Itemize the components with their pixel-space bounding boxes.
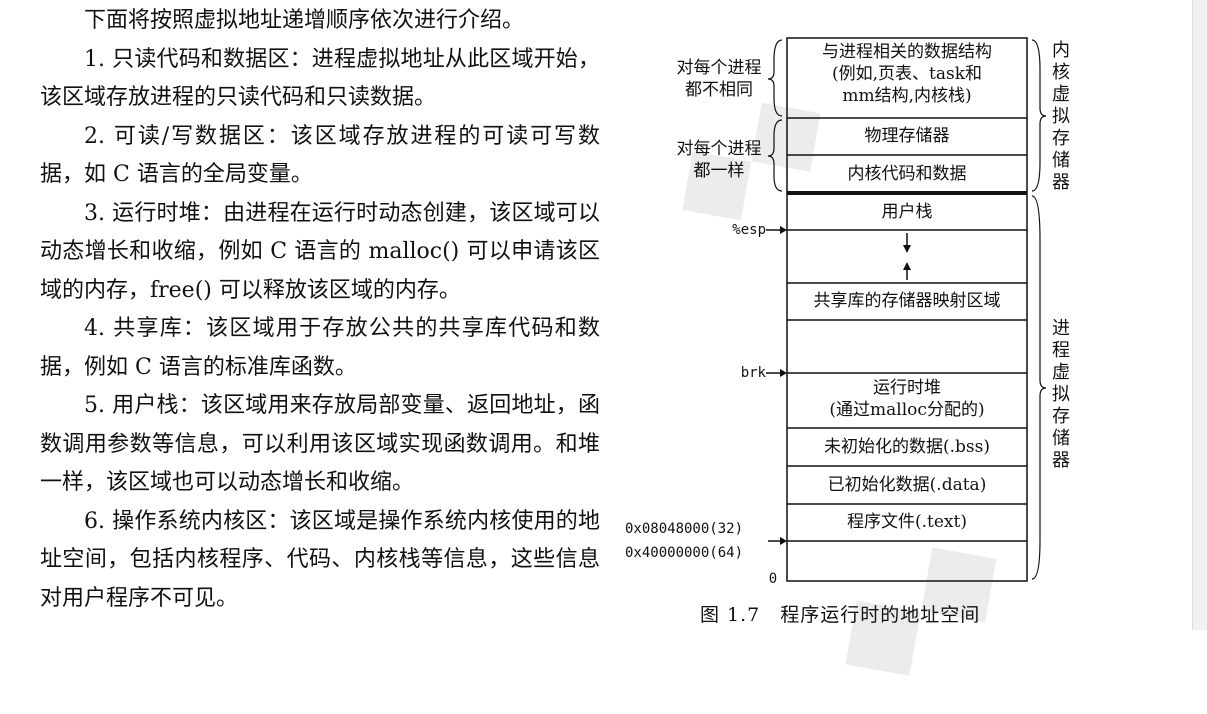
item-kernel-area: 6. 操作系统内核区：该区域是操作系统内核使用的地址空间，包括内核程序、代码、内… <box>40 508 600 611</box>
cell-per-process-line3: mm结构,内核栈) <box>842 86 972 106</box>
item-runtime-heap: 3. 运行时堆：由进程在运行时动态创建，该区域可以动态增长和收缩，例如 C 语言… <box>40 200 600 303</box>
cell-heap-line2: (通过malloc分配的) <box>829 400 985 420</box>
cell-per-process-data: 与进程相关的数据结构 (例如,页表、task和 mm结构,内核栈) <box>787 41 1027 107</box>
cell-per-process-line1: 与进程相关的数据结构 <box>822 42 992 62</box>
label-esp: %esp <box>732 222 766 238</box>
cell-bss: 未初始化的数据(.bss) <box>824 437 990 457</box>
label-kernel-vm: 内核虚拟存储器 <box>1052 40 1070 193</box>
address-space-figure: 与进程相关的数据结构 (例如,页表、task和 mm结构,内核栈) 物理存储器 … <box>620 0 1180 630</box>
figure-caption: 图 1.7 程序运行时的地址空间 <box>700 604 981 626</box>
label-addr-64: 0x40000000(64) <box>625 545 744 561</box>
page-edge <box>1192 0 1207 630</box>
label-addr-32: 0x08048000(32) <box>625 521 744 537</box>
cell-heap-line1: 运行时堆 <box>873 378 941 398</box>
label-zero: 0 <box>768 571 778 587</box>
intro-paragraph: 下面将按照虚拟地址递增顺序依次进行介绍。 <box>84 8 525 33</box>
label-differs-line2: 都不相同 <box>685 80 753 100</box>
cell-per-process-line2: (例如,页表、task和 <box>831 64 983 84</box>
body-text: 下面将按照虚拟地址递增顺序依次进行介绍。 1. 只读代码和数据区：进程虚拟地址从… <box>40 0 600 618</box>
label-differs-per-process: 对每个进程 都不相同 <box>665 57 773 101</box>
cell-user-stack: 用户栈 <box>881 202 933 222</box>
label-brk: brk <box>740 365 766 381</box>
label-same-per-process: 对每个进程 都一样 <box>665 138 773 182</box>
cell-data: 已初始化数据(.data) <box>827 475 987 495</box>
item-readwrite-area: 2. 可读/写数据区：该区域存放进程的可读可写数据，如 C 语言的全局变量。 <box>40 123 600 188</box>
cell-kernel-code: 内核代码和数据 <box>847 164 967 184</box>
cell-text-segment: 程序文件(.text) <box>847 512 967 532</box>
item-shared-library: 4. 共享库：该区域用于存放公共的共享库代码和数据，例如 C 语言的标准库函数。 <box>40 316 600 380</box>
cell-runtime-heap: 运行时堆 (通过malloc分配的) <box>787 377 1027 421</box>
cell-shared-libs: 共享库的存储器映射区域 <box>813 291 1001 311</box>
item-readonly-area: 1. 只读代码和数据区：进程虚拟地址从此区域开始，该区域存放进程的只读代码和只读… <box>40 46 600 111</box>
cell-physical-memory: 物理存储器 <box>864 126 950 146</box>
label-same-line2: 都一样 <box>693 161 745 181</box>
label-differs-line1: 对每个进程 <box>676 58 762 78</box>
diagram-lines <box>766 37 1047 582</box>
label-process-vm: 进程虚拟存储器 <box>1052 318 1070 471</box>
label-same-line1: 对每个进程 <box>676 139 762 159</box>
item-user-stack: 5. 用户栈：该区域用来存放局部变量、返回地址，函数调用参数等信息，可以利用该区… <box>40 393 600 495</box>
